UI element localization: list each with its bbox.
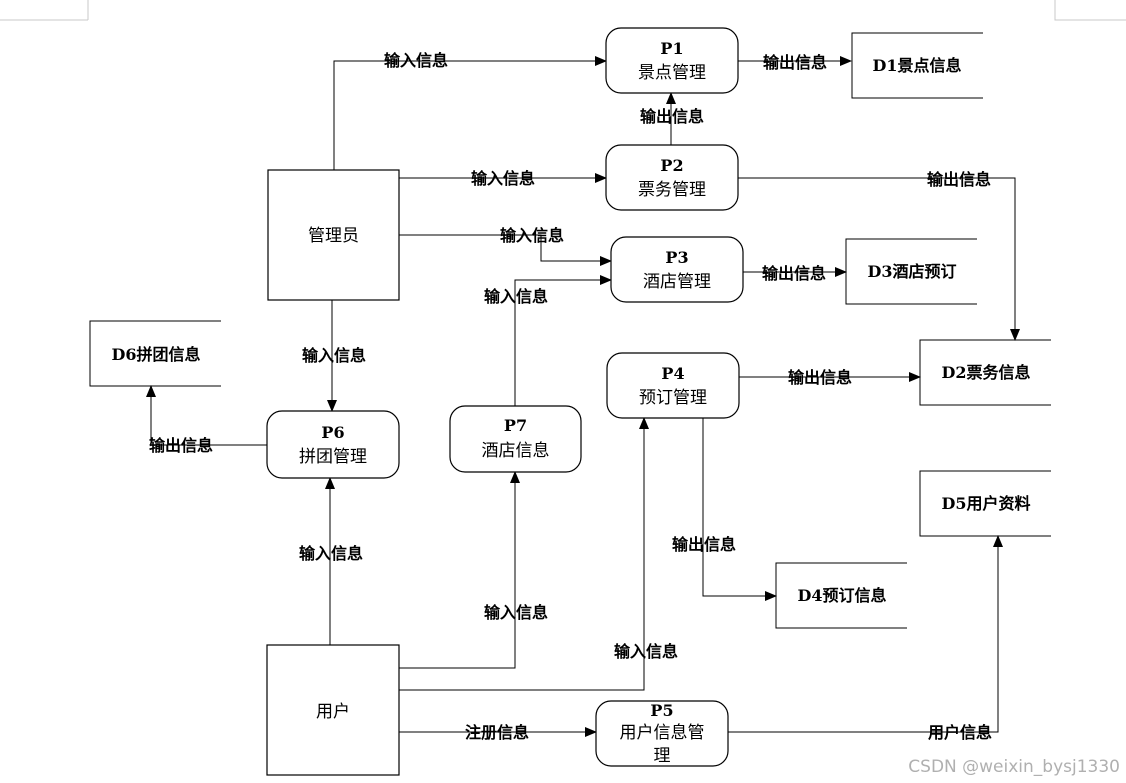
flow-label-admin-p1: 输入信息 — [384, 51, 448, 70]
flow-lines — [146, 56, 1020, 737]
entity-user: 用户 — [266, 644, 400, 776]
flow-p7-p3 — [514, 275, 612, 406]
flow-label-user-p6: 输入信息 — [299, 544, 363, 563]
process-p7-id: P7 — [504, 416, 527, 435]
flow-p4-d4 — [702, 418, 777, 601]
entity-admin: 管理员 — [267, 169, 400, 301]
flow-label-p2-p1: 输出信息 — [640, 107, 704, 126]
flow-label-user-p4: 输入信息 — [614, 642, 678, 661]
entity-admin-label: 管理员 — [308, 226, 359, 246]
flow-label-p4-d4: 输出信息 — [672, 535, 736, 554]
process-p6-name: 拼团管理 — [299, 447, 367, 467]
process-p5-name-line2: 理 — [654, 746, 671, 766]
process-p3: P3 酒店管理 — [610, 236, 744, 303]
process-p2: P2 票务管理 — [605, 144, 739, 211]
store-d2-label: D2票务信息 — [941, 363, 1030, 382]
flow-label-admin-p6: 输入信息 — [302, 346, 366, 365]
entity-user-label: 用户 — [316, 702, 350, 722]
flow-label-p3-d3: 输出信息 — [762, 264, 826, 283]
store-d6: D6拼团信息 — [89, 320, 221, 387]
process-p2-id: P2 — [660, 156, 683, 175]
flow-p2-d2 — [738, 177, 1020, 341]
flow-label-p2-d2: 输出信息 — [927, 170, 991, 189]
process-p5-id: P5 — [650, 701, 673, 720]
flow-label-p5-d5: 用户信息 — [928, 723, 992, 742]
flow-label-admin-p3: 输入信息 — [500, 226, 564, 245]
process-p5-name-line1: 用户信息管 — [620, 723, 705, 743]
flow-p5-d5 — [728, 535, 1003, 733]
store-d3: D3酒店预订 — [845, 238, 977, 305]
flow-p6-d6 — [146, 385, 267, 446]
flow-labels: 输入信息 输出信息 输出信息 输入信息 输出信息 输入信息 输入信息 输出信息 … — [149, 51, 992, 742]
process-p1-name: 景点管理 — [638, 63, 706, 83]
flow-label-user-p5: 注册信息 — [465, 723, 529, 742]
page-crop-marks — [0, 0, 1126, 21]
process-p2-name: 票务管理 — [638, 180, 706, 200]
process-p7: P7 酒店信息 — [449, 405, 582, 473]
flow-label-p7-p3: 输入信息 — [484, 287, 548, 306]
process-p4-name: 预订管理 — [639, 388, 707, 408]
store-d3-label: D3酒店预订 — [867, 262, 956, 281]
process-p7-name: 酒店信息 — [482, 441, 550, 461]
store-d4-label: D4预订信息 — [797, 586, 886, 605]
flow-label-p6-d6: 输出信息 — [149, 436, 213, 455]
watermark: CSDN @weixin_bysj1330 — [908, 757, 1120, 777]
process-p4-id: P4 — [661, 364, 684, 383]
flow-admin-p3 — [399, 234, 612, 266]
store-d5-label: D5用户资料 — [941, 494, 1030, 513]
flow-label-p1-d1: 输出信息 — [763, 53, 827, 72]
store-d4: D4预订信息 — [775, 562, 907, 629]
process-p1: P1 景点管理 — [605, 27, 739, 94]
process-p5: P5 用户信息管 理 — [595, 700, 729, 767]
flow-label-user-p7: 输入信息 — [484, 603, 548, 622]
flow-admin-p1 — [333, 56, 607, 170]
store-d1-label: D1景点信息 — [872, 56, 961, 75]
store-d6-label: D6拼团信息 — [111, 345, 200, 364]
process-p3-id: P3 — [665, 248, 688, 267]
flow-label-p4-d2: 输出信息 — [788, 368, 852, 387]
flow-user-p4 — [399, 417, 649, 691]
process-p1-id: P1 — [660, 39, 683, 58]
store-d2: D2票务信息 — [919, 339, 1051, 406]
flow-label-admin-p2: 输入信息 — [471, 169, 535, 188]
store-d5: D5用户资料 — [919, 470, 1051, 537]
store-d1: D1景点信息 — [851, 32, 983, 99]
process-p6-id: P6 — [321, 423, 344, 442]
flow-user-p7 — [399, 471, 520, 669]
process-p6: P6 拼团管理 — [266, 410, 400, 479]
process-p4: P4 预订管理 — [606, 352, 740, 419]
process-p3-name: 酒店管理 — [643, 272, 711, 292]
